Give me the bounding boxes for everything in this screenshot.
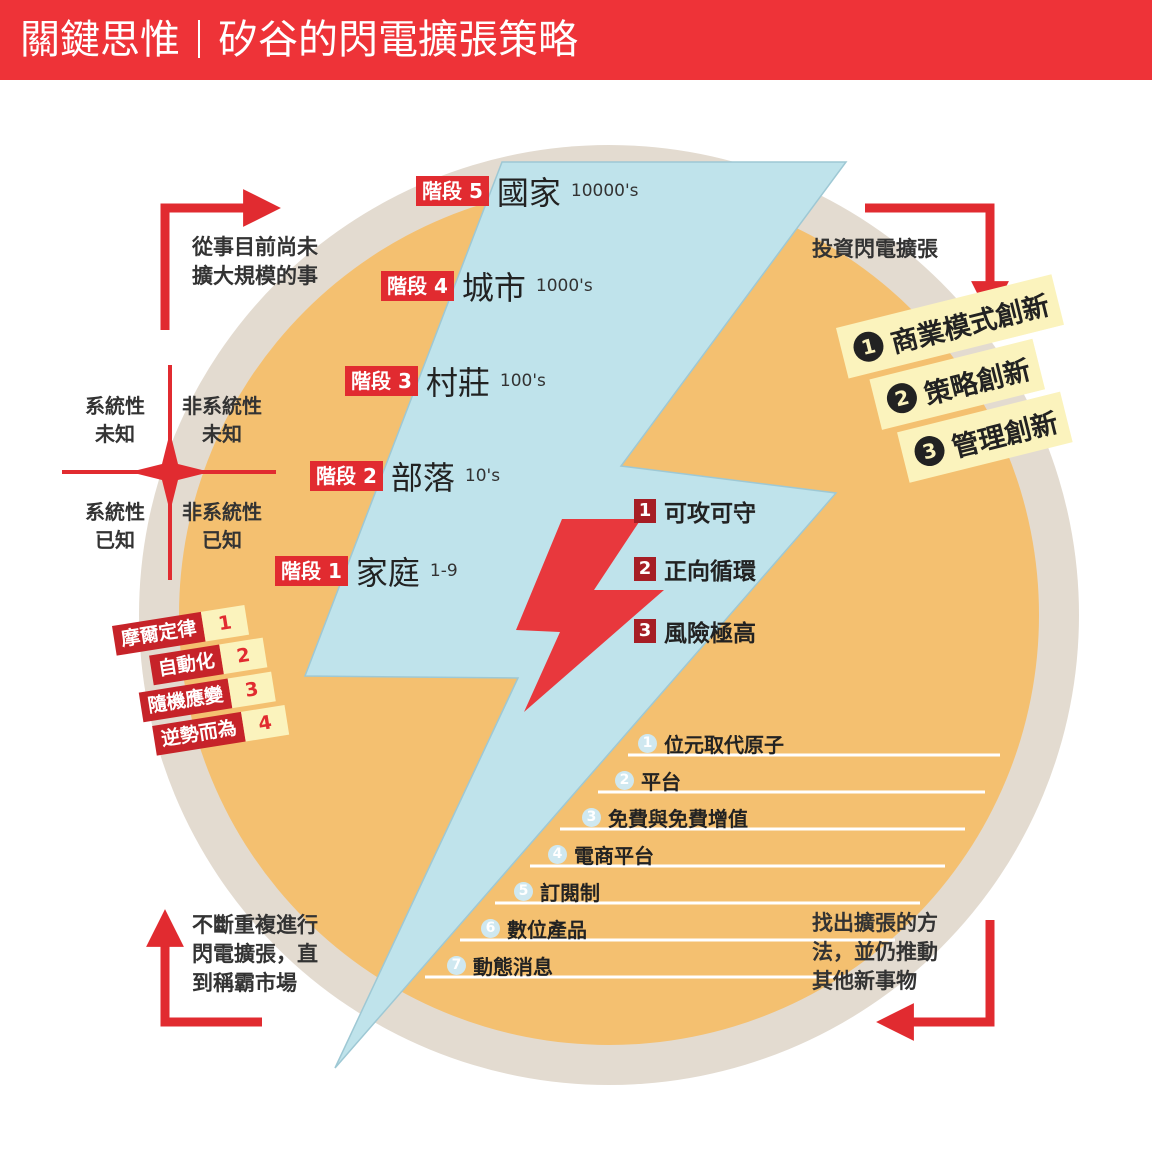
technique-label: 訂閱制 xyxy=(540,881,600,905)
stage-tag: 階段 5 xyxy=(416,176,489,206)
quadrant-line: 系統性 xyxy=(85,500,145,524)
note-line: 其他新事物 xyxy=(812,969,917,993)
technique-number: 3 xyxy=(582,808,601,827)
driver-number: 2 xyxy=(219,637,268,675)
quadrant-top-right: 非系統性 未知 xyxy=(172,392,272,448)
technique-item-7: 7 動態消息 xyxy=(447,951,553,980)
cycle-arrows xyxy=(146,189,1009,1041)
title-divider xyxy=(198,20,200,58)
risk-item-3: 3 風險極高 xyxy=(634,614,756,648)
note-line: 不斷重複進行 xyxy=(192,913,318,937)
note-bottom-right: 找出擴張的方 法，並仍推動 其他新事物 xyxy=(812,909,938,996)
small-lightning-icon xyxy=(516,519,664,712)
risk-label: 可攻可守 xyxy=(664,501,756,527)
technique-item-5: 5 訂閱制 xyxy=(514,877,600,906)
driver-list: 摩爾定律 1 自動化 2 隨機應變 3 逆勢而為 4 xyxy=(112,601,290,764)
stage-1: 階段 1 家庭 1-9 xyxy=(275,548,458,594)
technique-item-3: 3 免費與免費增值 xyxy=(582,803,748,832)
stage-count: 10's xyxy=(464,466,501,486)
stage-4: 階段 4 城市 1000's xyxy=(381,263,593,309)
note-line: 到稱霸市場 xyxy=(192,971,297,995)
quadrant-line: 未知 xyxy=(95,422,135,446)
risk-item-2: 2 正向循環 xyxy=(634,552,756,586)
technique-number: 5 xyxy=(514,882,533,901)
stage-tag: 階段 4 xyxy=(381,271,454,301)
stage-tag: 階段 3 xyxy=(345,366,418,396)
risk-label: 正向循環 xyxy=(664,559,756,585)
stage-tag: 階段 1 xyxy=(275,556,348,586)
risk-label: 風險極高 xyxy=(664,621,756,647)
quadrant-line: 已知 xyxy=(202,528,242,552)
risk-number: 3 xyxy=(634,619,656,643)
technique-number: 7 xyxy=(447,956,466,975)
driver-number: 1 xyxy=(200,605,250,642)
stage-name: 家庭 xyxy=(355,554,420,592)
risk-number: 2 xyxy=(634,557,656,581)
uncertainty-cross xyxy=(62,365,276,580)
note-line: 從事目前尚未 xyxy=(192,235,318,259)
page-title: 關鍵思惟矽谷的閃電擴張策略 xyxy=(20,14,578,66)
stage-name: 部落 xyxy=(390,459,455,497)
technique-number: 6 xyxy=(481,919,500,938)
note-line: 法，並仍推動 xyxy=(812,940,938,964)
quadrant-line: 未知 xyxy=(202,422,242,446)
technique-item-4: 4 電商平台 xyxy=(548,840,654,869)
innovation-number: 2 xyxy=(883,379,921,417)
innovation-number: 3 xyxy=(911,432,948,470)
stage-tag: 階段 2 xyxy=(310,461,383,491)
note-bottom-left: 不斷重複進行 閃電擴張，直 到稱霸市場 xyxy=(192,911,318,998)
quadrant-top-left: 系統性 未知 xyxy=(70,392,160,448)
technique-item-2: 2 平台 xyxy=(615,766,681,795)
technique-number: 1 xyxy=(638,734,657,753)
header-bar: 關鍵思惟矽谷的閃電擴張策略 xyxy=(0,0,1152,80)
risk-number: 1 xyxy=(634,499,656,523)
technique-item-1: 1 位元取代原子 xyxy=(638,729,784,758)
stage-count: 100's xyxy=(499,371,546,391)
note-top-left: 從事目前尚未 擴大規模的事 xyxy=(192,233,318,291)
technique-label: 位元取代原子 xyxy=(664,733,784,757)
title-right: 矽谷的閃電擴張策略 xyxy=(218,17,578,63)
driver-number: 3 xyxy=(227,671,276,709)
driver-number: 4 xyxy=(241,704,290,742)
quadrant-line: 非系統性 xyxy=(182,394,262,418)
quadrant-line: 已知 xyxy=(95,528,135,552)
technique-label: 平台 xyxy=(641,770,681,794)
stage-2: 階段 2 部落 10's xyxy=(310,453,500,499)
stage-3: 階段 3 村莊 100's xyxy=(345,358,546,404)
note-top-right: 投資閃電擴張 xyxy=(812,235,938,264)
technique-label: 數位產品 xyxy=(507,918,587,942)
title-left: 關鍵思惟 xyxy=(20,17,180,63)
driver-label: 自動化 xyxy=(149,644,224,686)
note-line: 找出擴張的方 xyxy=(812,911,938,935)
stage-count: 1000's xyxy=(535,276,593,296)
note-line: 投資閃電擴張 xyxy=(812,237,938,261)
quadrant-line: 非系統性 xyxy=(182,500,262,524)
key-lines xyxy=(425,753,1000,979)
stage-name: 村莊 xyxy=(425,364,490,402)
technique-label: 電商平台 xyxy=(574,844,654,868)
stage-name: 國家 xyxy=(496,174,561,212)
innovation-label: 管理創新 xyxy=(948,407,1062,464)
stage-5: 階段 5 國家 10000's xyxy=(416,168,639,214)
note-line: 擴大規模的事 xyxy=(192,264,318,288)
technique-number: 4 xyxy=(548,845,567,864)
stage-name: 城市 xyxy=(461,269,526,307)
note-line: 閃電擴張，直 xyxy=(192,942,318,966)
technique-number: 2 xyxy=(615,771,634,790)
technique-item-6: 6 數位產品 xyxy=(481,914,587,943)
quadrant-bottom-right: 非系統性 已知 xyxy=(172,498,272,554)
quadrant-bottom-left: 系統性 已知 xyxy=(70,498,160,554)
risk-item-1: 1 可攻可守 xyxy=(634,494,756,528)
innovation-number: 1 xyxy=(850,328,887,365)
stage-count: 10000's xyxy=(570,181,639,201)
stage-count: 1-9 xyxy=(429,561,458,581)
technique-label: 免費與免費增值 xyxy=(608,807,748,831)
technique-label: 動態消息 xyxy=(473,955,553,979)
quadrant-line: 系統性 xyxy=(85,394,145,418)
